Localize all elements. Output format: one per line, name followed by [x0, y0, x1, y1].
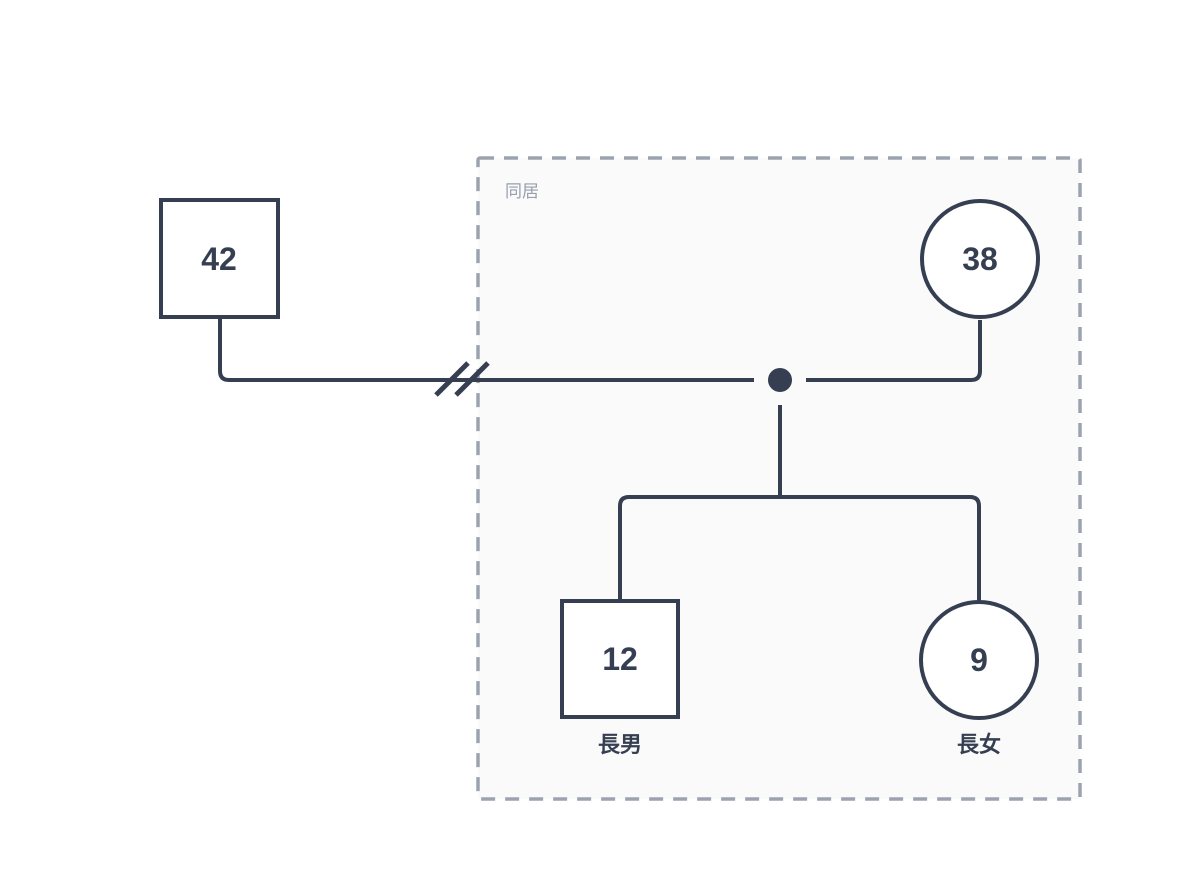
marriage-line-father-segment[interactable] — [218, 318, 754, 382]
daughter-node[interactable] — [919, 600, 1039, 720]
sibling-bar-connector[interactable] — [618, 495, 981, 601]
son-node[interactable] — [560, 599, 680, 719]
son-role-label: 長男 — [598, 732, 642, 757]
household-group-label: 同居 — [505, 182, 539, 201]
separation-double-slash-icon — [434, 361, 490, 397]
father-age: 42 — [201, 241, 237, 277]
mother-node[interactable] — [920, 199, 1040, 319]
junction-dot-icon — [768, 368, 792, 392]
marriage-line-mother-segment[interactable] — [806, 320, 982, 382]
daughter-age: 9 — [970, 642, 988, 678]
mother-age: 38 — [962, 241, 998, 277]
daughter-role-label: 長女 — [957, 732, 1001, 757]
father-node[interactable] — [159, 198, 280, 319]
son-age: 12 — [602, 641, 638, 677]
